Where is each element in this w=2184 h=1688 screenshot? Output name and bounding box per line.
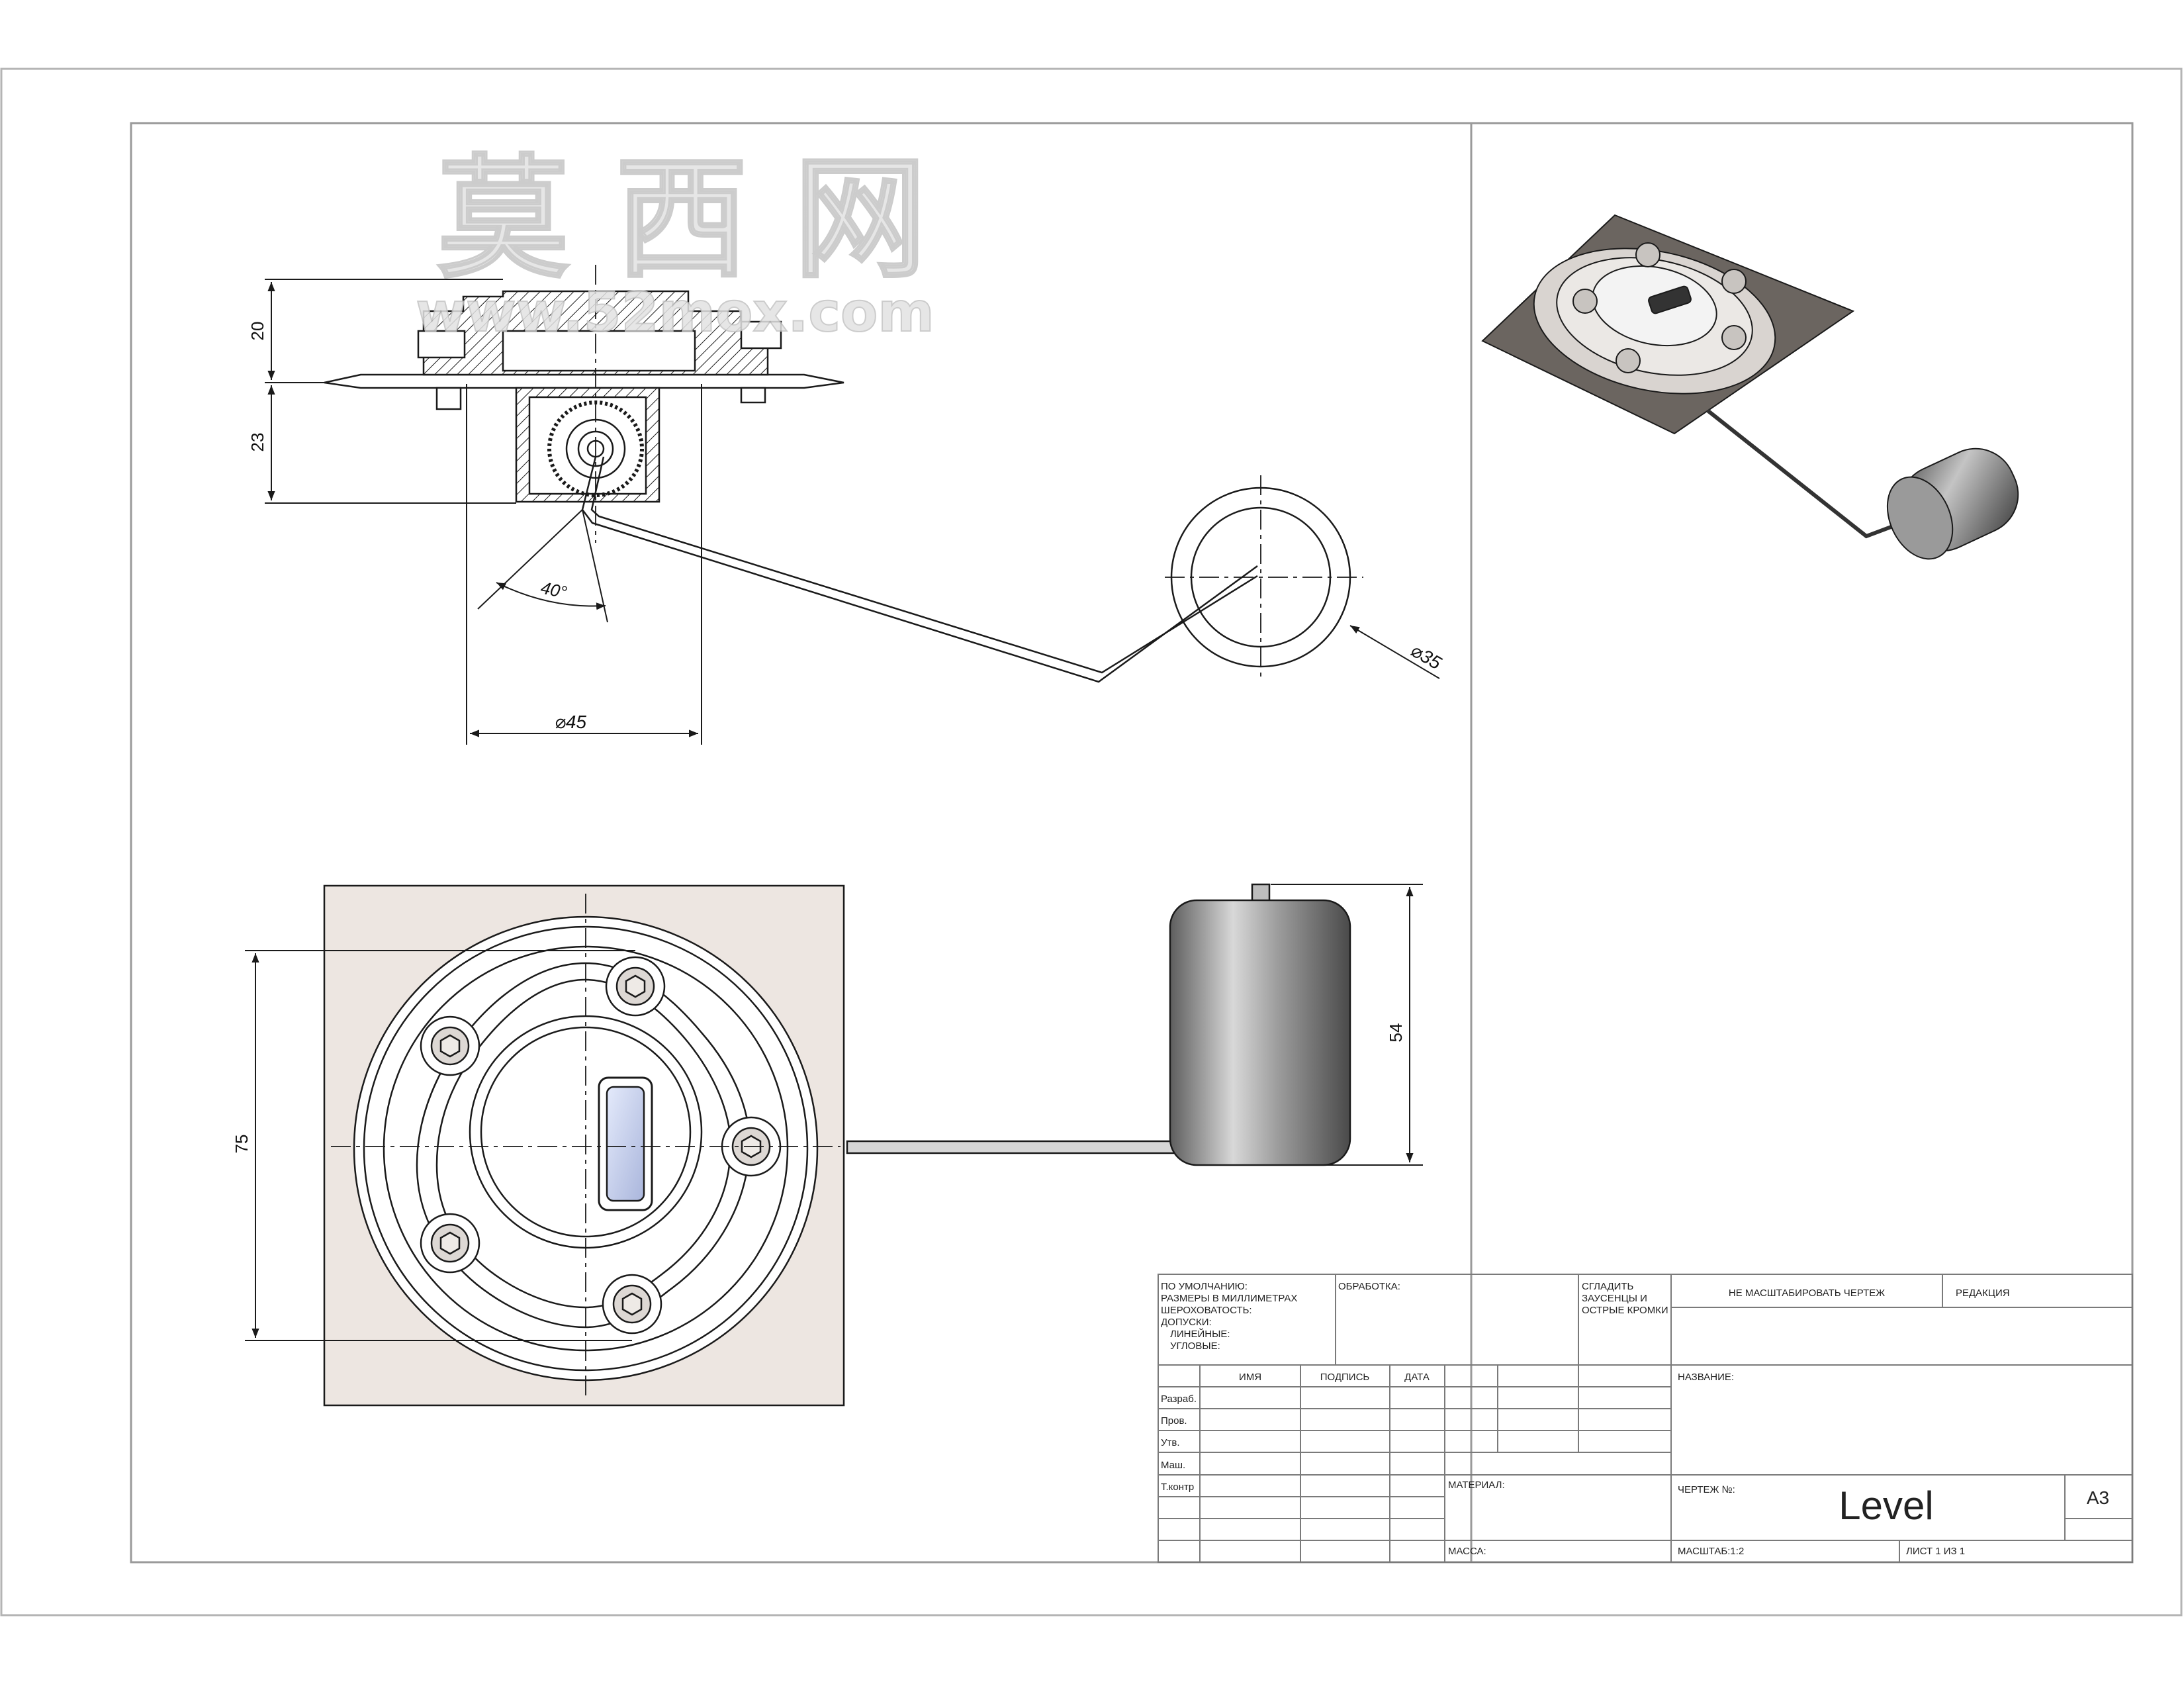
float-nipple (1251, 883, 1271, 903)
tb-sheet-size: A3 (2087, 1487, 2109, 1508)
bolt-right (740, 320, 782, 350)
tb-deburr-2: ЗАУСЕНЦЫ И (1582, 1293, 1647, 1304)
iso-bolt-4 (1721, 325, 1747, 350)
bolt-right-shank (740, 387, 766, 404)
iso-bolt-2 (1721, 269, 1747, 294)
cap-cavity (502, 330, 696, 372)
iso-float (1886, 447, 2019, 560)
bolt-bottom (602, 1274, 662, 1335)
flange-plate (324, 373, 844, 389)
tb-material-label: МАТЕРИАЛ: (1448, 1479, 1505, 1491)
tb-defaults-5: ЛИНЕЙНЫЕ: (1170, 1328, 1230, 1340)
tb-role-1: Разраб. (1161, 1393, 1197, 1405)
dim-height-top: 20 (248, 322, 267, 341)
top-view-dimensions (245, 884, 1423, 1341)
tb-drawing-no-label: ЧЕРТЕЖ №: (1678, 1484, 1735, 1495)
svg-text:СГЛАДИТЬ ЗАУСЕНЦЫ И: СГЛАДИТЬ ЗАУСЕНЦЫ И ОСТРЫЕ КРОМКИ (1582, 1281, 1668, 1316)
tb-scale-label: МАСШТАБ:1:2 (1678, 1546, 1744, 1557)
tb-no-scale: НЕ МАСШТАБИРОВАТЬ ЧЕРТЕЖ (1729, 1288, 1885, 1299)
tb-col-date: ДАТА (1404, 1372, 1430, 1383)
dim-float-height: 54 (1386, 1023, 1406, 1043)
iso-bolt-5 (1615, 348, 1641, 373)
tb-col-name: ИМЯ (1239, 1372, 1261, 1383)
tb-sheet-label: ЛИСТ 1 ИЗ 1 (1906, 1546, 1965, 1557)
watermark-chars: 莫 西 网 (437, 142, 926, 297)
tb-revision: РЕДАКЦИЯ (1956, 1288, 2010, 1299)
isometric-view (1481, 214, 2019, 560)
bolt-upper-left (420, 1015, 480, 1076)
section-view (324, 265, 1363, 683)
tb-deburr-3: ОСТРЫЕ КРОМКИ (1582, 1305, 1668, 1316)
dim-diameter-float: ⌀35 (1407, 639, 1445, 673)
tb-deburr-1: СГЛАДИТЬ (1582, 1281, 1634, 1292)
tb-drawing-name: Level (1839, 1483, 1933, 1528)
iso-rod (1706, 408, 1921, 539)
iso-bolt-3 (1572, 289, 1598, 314)
tb-defaults-2: РАЗМЕРЫ В МИЛЛИМЕТРАХ (1161, 1293, 1297, 1304)
float-rod-edge (590, 456, 1258, 674)
section-dimensions (265, 279, 1440, 745)
dim-angle: 40° (539, 577, 569, 602)
svg-text:ПО УМОЛЧАНИЮ: РАЗМЕРЫ В: ПО УМОЛЧАНИЮ: РАЗМЕРЫ В МИЛЛИМЕТРАХ ШЕРО… (1161, 1281, 1300, 1352)
bolt-left-shank (435, 387, 462, 410)
dim-diameter-shaft: ⌀45 (555, 712, 586, 732)
tb-role-3: Утв. (1161, 1437, 1180, 1448)
tb-defaults-3: ШЕРОХОВАТОСТЬ: (1161, 1305, 1252, 1316)
tb-role-4: Маш. (1161, 1460, 1185, 1471)
bolt-lower-left (420, 1213, 480, 1274)
top-view-rod (846, 1140, 1179, 1154)
tb-title-label: НАЗВАНИЕ: (1678, 1372, 1734, 1383)
tb-col-signature: ПОДПИСЬ (1320, 1372, 1370, 1383)
float-rod (581, 456, 1258, 683)
dim-height-bottom: 23 (248, 433, 267, 452)
tb-defaults-4: ДОПУСКИ: (1161, 1317, 1212, 1328)
title-block (1158, 1274, 2133, 1563)
watermark-url: www.52mox.com (416, 281, 934, 344)
bolt-top (605, 956, 666, 1017)
tb-role-2: Пров. (1161, 1415, 1187, 1427)
float-body (1169, 899, 1351, 1166)
iso-connector (1648, 285, 1692, 314)
top-view (323, 883, 1351, 1407)
inner-border (130, 122, 1473, 1564)
tb-defaults-1: ПО УМОЛЧАНИЮ: (1161, 1281, 1248, 1292)
title-block-text: ПО УМОЛЧАНИЮ: РАЗМЕРЫ В МИЛЛИМЕТРАХ ШЕРО… (1161, 1281, 2109, 1557)
connector-glass (606, 1086, 645, 1202)
watermark: 莫 西 网 www.52mox.com (415, 142, 934, 346)
tb-defaults-6: УГЛОВЫЕ: (1170, 1340, 1220, 1352)
tb-mass-label: МАССА: (1448, 1546, 1486, 1557)
tb-role-5: Т.контр (1161, 1481, 1194, 1493)
tb-finish-label: ОБРАБОТКА: (1338, 1281, 1400, 1292)
bolt-left (417, 330, 466, 359)
iso-bolt-1 (1635, 242, 1661, 267)
bolt-right (721, 1116, 782, 1177)
outer-border (0, 68, 2183, 1617)
dim-plate-height: 75 (232, 1135, 251, 1154)
